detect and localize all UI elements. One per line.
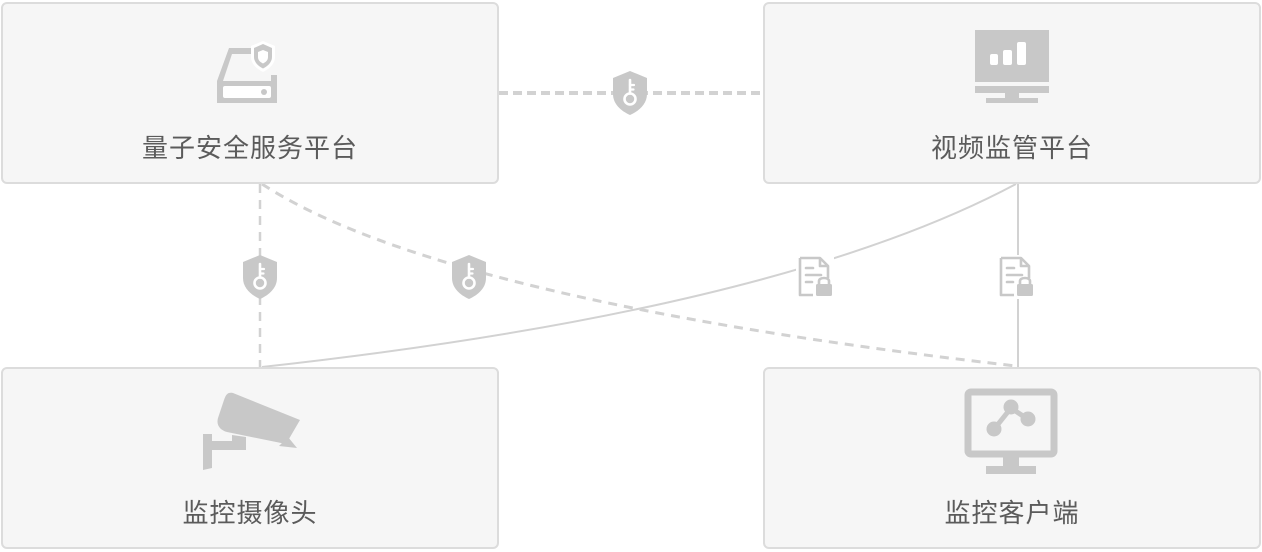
server-shield-icon — [217, 41, 277, 103]
link-video-to-camera — [261, 183, 1017, 368]
monitor-network-icon — [964, 388, 1058, 474]
node-label: 视频监管平台 — [930, 134, 1093, 164]
monitor-chart-icon — [975, 30, 1049, 103]
key-shield-icon — [450, 253, 488, 301]
key-shield-icon — [611, 69, 649, 117]
locked-document-icon — [794, 253, 836, 301]
link-quantum-to-client — [261, 182, 1017, 368]
node-surveillance-camera: 监控摄像头 — [1, 367, 499, 549]
node-label: 监控摄像头 — [182, 499, 318, 529]
node-label: 监控客户端 — [944, 499, 1080, 529]
locked-document-icon — [995, 253, 1037, 301]
key-shield-icon — [241, 253, 279, 301]
node-label: 量子安全服务平台 — [141, 134, 358, 164]
security-camera-icon — [203, 392, 300, 470]
node-quantum-security-service-platform: 量子安全服务平台 — [1, 2, 499, 184]
